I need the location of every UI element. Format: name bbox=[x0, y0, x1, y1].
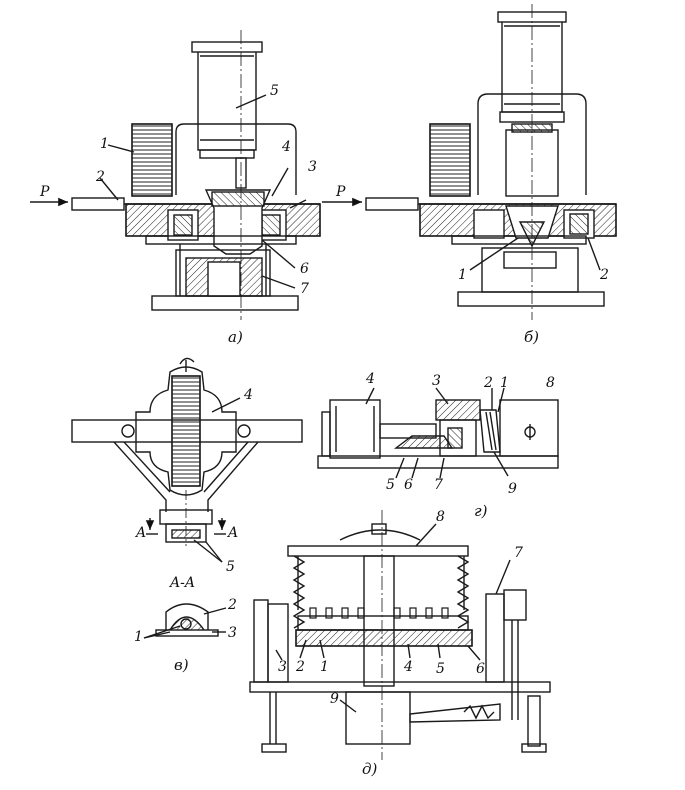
caption-a: а) bbox=[228, 328, 243, 346]
section-title: A-A bbox=[170, 575, 195, 591]
callout-g-5: 5 bbox=[386, 477, 395, 493]
callout-v-1: 1 bbox=[134, 629, 143, 645]
callout-d-2: 2 bbox=[296, 659, 305, 675]
figure-a bbox=[30, 30, 321, 320]
callout-v-5: 5 bbox=[226, 559, 235, 575]
force-label-a: P bbox=[40, 184, 50, 200]
figure-b bbox=[322, 4, 617, 320]
callout-a-7: 7 bbox=[300, 281, 309, 297]
figure-v bbox=[71, 357, 303, 639]
callout-a-2: 2 bbox=[96, 169, 105, 185]
caption-g: г) bbox=[474, 502, 488, 520]
callout-g-4: 4 bbox=[366, 371, 375, 387]
callout-v-3: 3 bbox=[228, 625, 237, 641]
callout-d-5: 5 bbox=[436, 661, 445, 677]
force-label-b: P bbox=[336, 184, 346, 200]
cylinder-5 bbox=[197, 47, 257, 151]
callout-d-8: 8 bbox=[436, 509, 445, 525]
callout-b-1: 1 bbox=[458, 267, 467, 283]
callout-a-4: 4 bbox=[282, 139, 291, 155]
callout-d-6: 6 bbox=[476, 661, 485, 677]
callout-d-3: 3 bbox=[278, 659, 287, 675]
callout-d-4: 4 bbox=[404, 659, 413, 675]
figure-d bbox=[249, 510, 551, 760]
callout-g-3: 3 bbox=[432, 373, 441, 389]
callout-d-7: 7 bbox=[514, 545, 523, 561]
caption-v: в) bbox=[174, 656, 189, 674]
figure-g bbox=[317, 387, 559, 479]
callout-v-4: 4 bbox=[244, 387, 253, 403]
callout-d-1: 1 bbox=[320, 659, 329, 675]
callout-b-2: 2 bbox=[600, 267, 609, 283]
callout-g-7: 7 bbox=[434, 477, 443, 493]
callout-a-5: 5 bbox=[270, 83, 279, 99]
callout-v-2: 2 bbox=[228, 597, 237, 613]
section-mark-left: A bbox=[136, 525, 147, 541]
callout-g-2: 2 bbox=[484, 375, 493, 391]
callout-a-1: 1 bbox=[100, 136, 109, 152]
section-mark-right: A bbox=[228, 525, 239, 541]
callout-g-8: 8 bbox=[546, 375, 555, 391]
callout-g-6: 6 bbox=[404, 477, 413, 493]
callout-a-6: 6 bbox=[300, 261, 309, 277]
callout-d-9: 9 bbox=[330, 691, 339, 707]
callout-g-1: 1 bbox=[500, 375, 509, 391]
callout-g-9: 9 bbox=[508, 481, 517, 497]
caption-d: д) bbox=[362, 760, 378, 778]
caption-b: б) bbox=[524, 328, 540, 346]
callout-a-3: 3 bbox=[308, 159, 317, 175]
